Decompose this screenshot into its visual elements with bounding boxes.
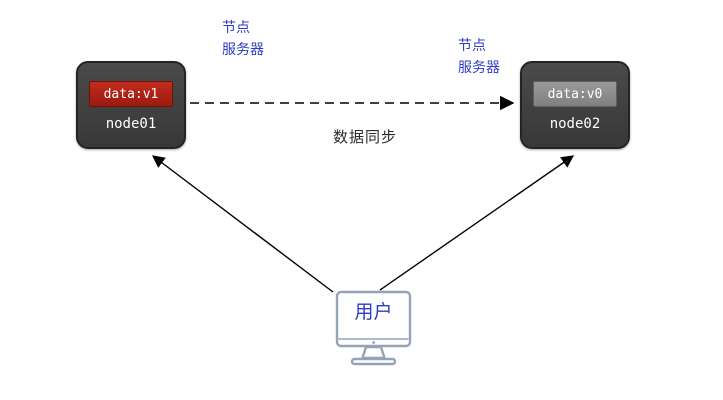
node01-box: data:v1 node01	[76, 61, 186, 149]
node02-data-label: data:v0	[533, 81, 617, 107]
user-label: 用户	[354, 301, 393, 323]
user-to-node02-arrow	[379, 155, 575, 291]
node02-name: node02	[549, 116, 601, 132]
sync-label: 数据同步	[332, 128, 397, 146]
node-server-label-right: 节点 服务器	[458, 38, 500, 76]
node01-data-label: data:v1	[89, 81, 173, 107]
monitor-icon	[335, 290, 412, 366]
node02-box: data:v0 node02	[520, 61, 630, 149]
user-to-node01-arrow	[151, 155, 334, 293]
node-server-label-left: 节点 服务器	[222, 20, 264, 58]
node01-name: node01	[105, 116, 157, 132]
